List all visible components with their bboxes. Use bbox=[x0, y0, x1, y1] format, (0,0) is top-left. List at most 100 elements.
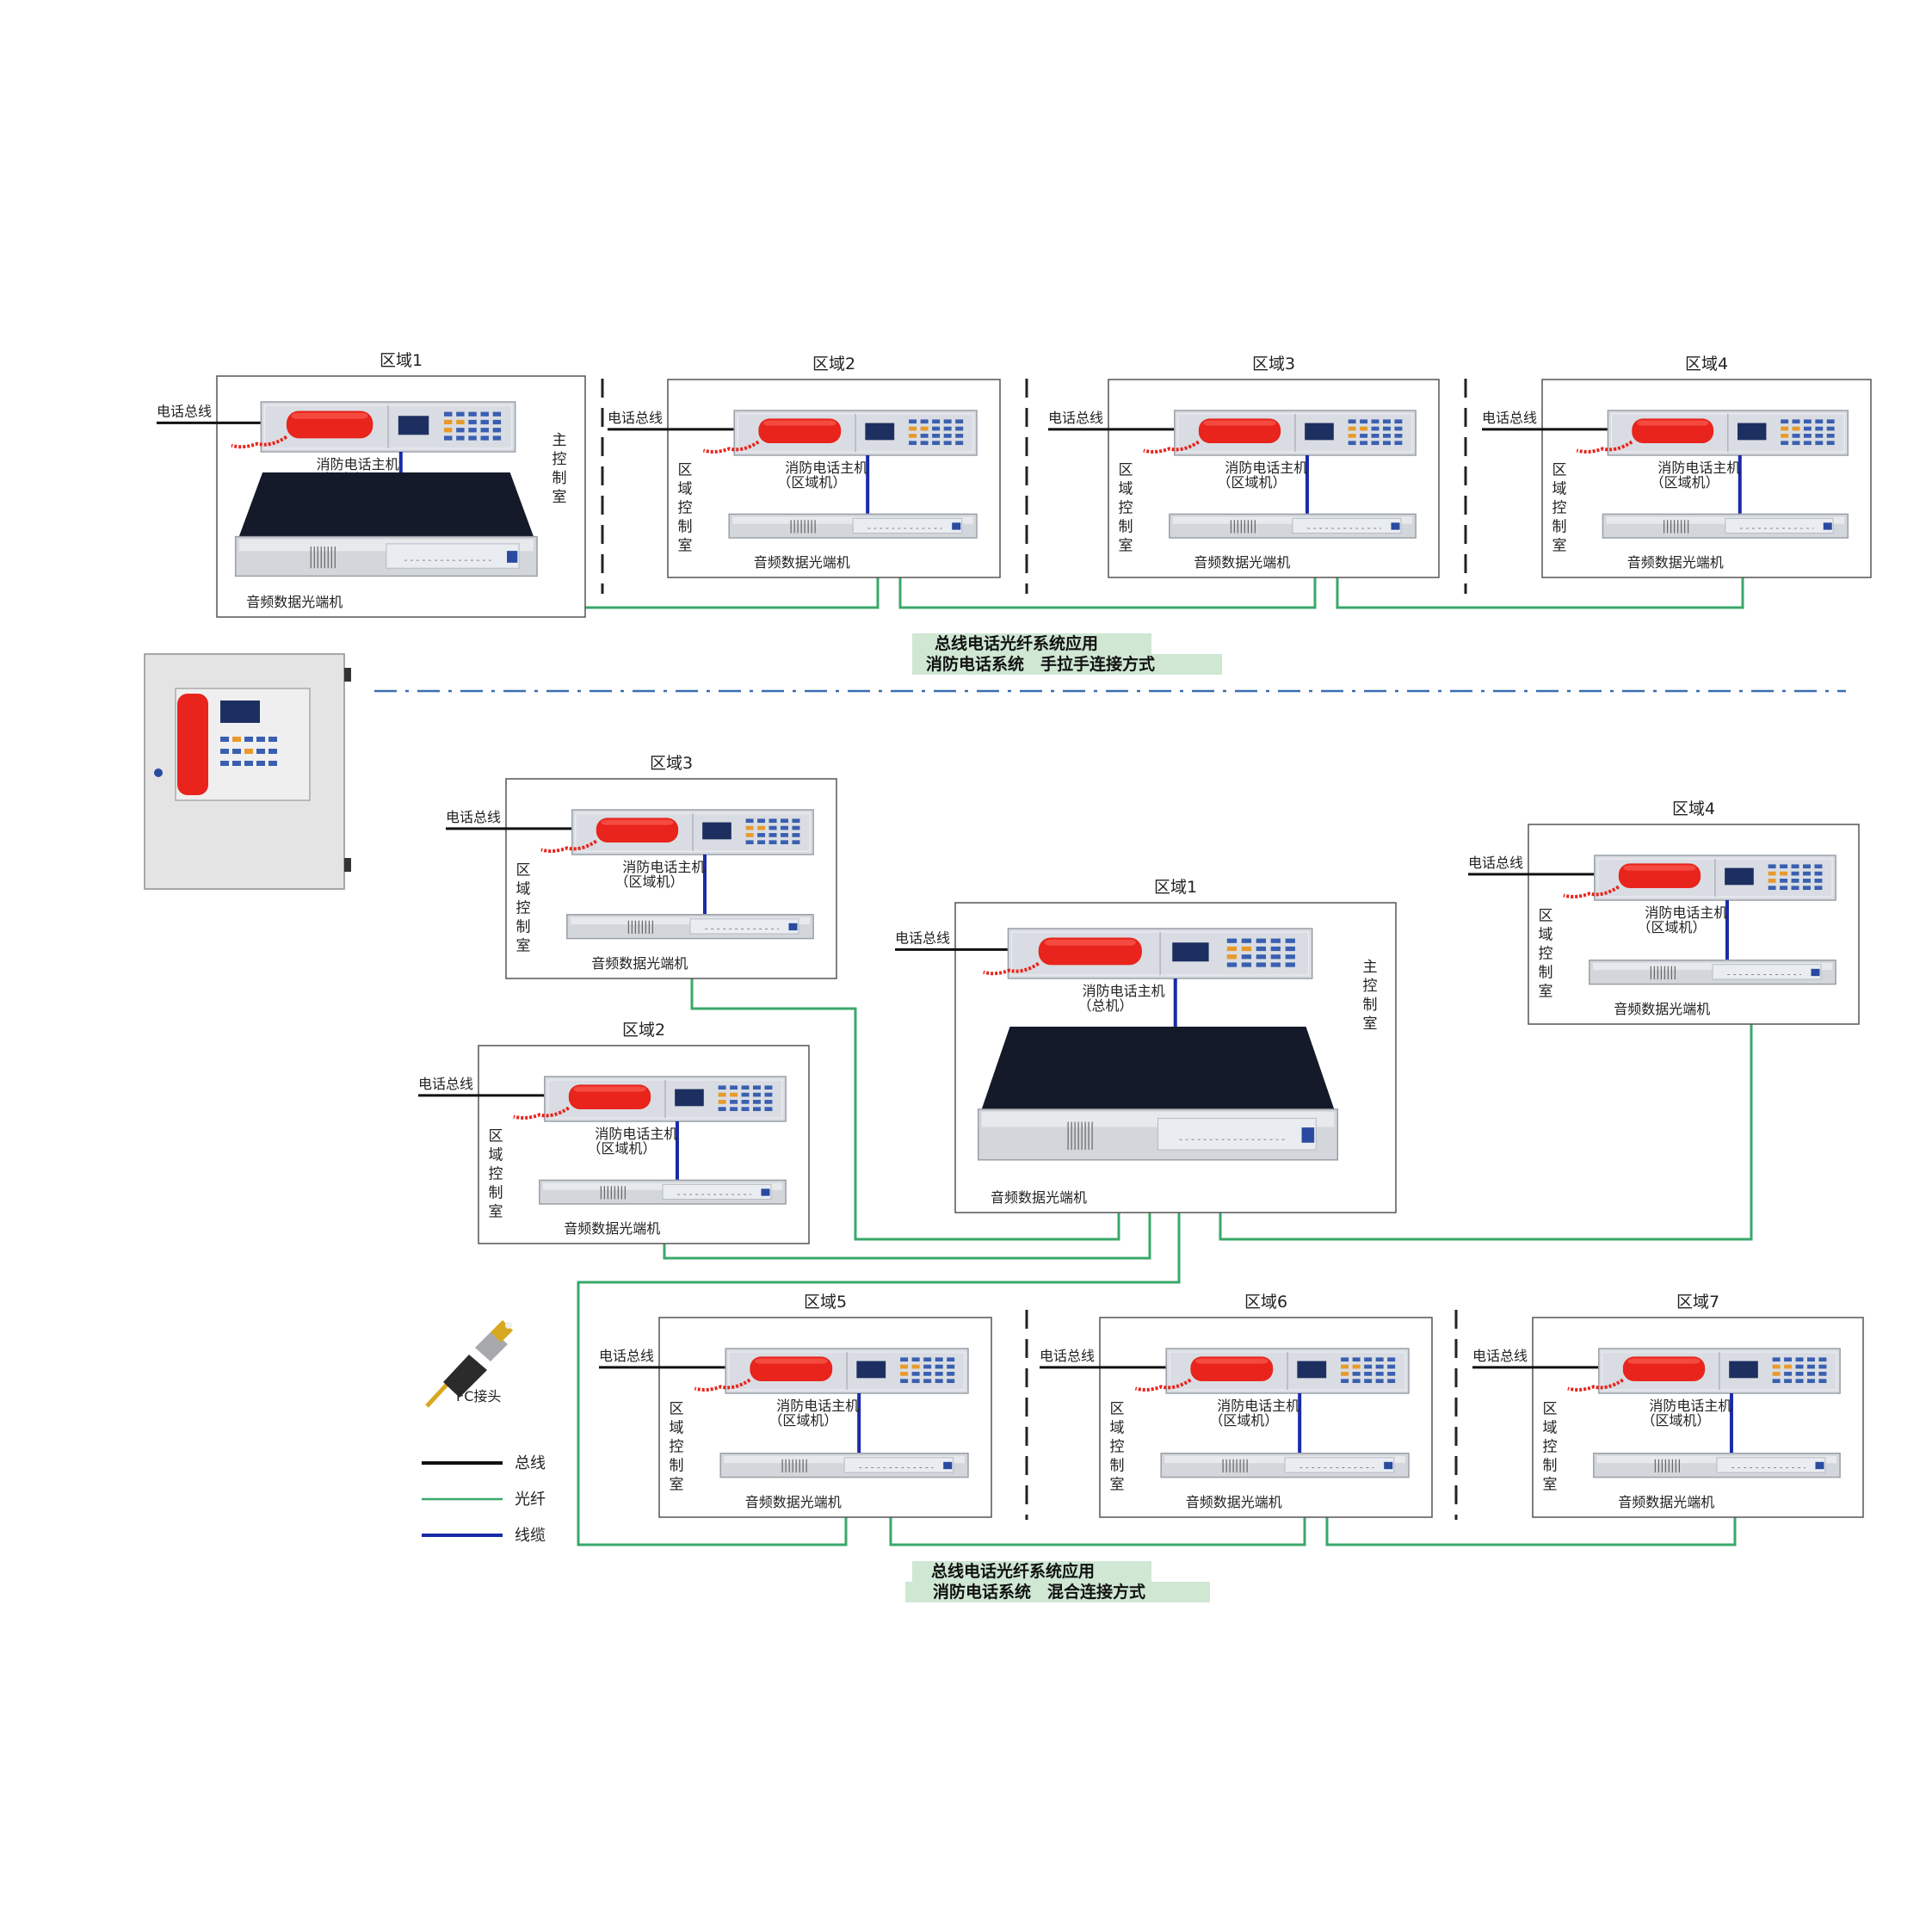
zone-title: 区域3 bbox=[1252, 355, 1295, 373]
keypad-key bbox=[1791, 879, 1799, 883]
keypad-key bbox=[1780, 879, 1788, 883]
power-led-icon bbox=[1811, 968, 1820, 977]
keypad-key bbox=[443, 428, 453, 433]
keypad-key bbox=[456, 419, 465, 425]
room-label-char: 制 bbox=[516, 918, 531, 935]
keypad-key bbox=[1375, 1372, 1384, 1376]
keypad-key bbox=[920, 441, 929, 446]
keypad-key bbox=[1814, 864, 1823, 869]
power-led-icon bbox=[788, 923, 798, 931]
converter-label: 音频数据光端机 bbox=[591, 955, 688, 972]
keypad-key bbox=[1285, 938, 1295, 943]
room-label-char: 控 bbox=[489, 1165, 503, 1182]
room-label-char: 区 bbox=[516, 861, 531, 879]
converter-label: 音频数据光端机 bbox=[1186, 1494, 1282, 1510]
room-label-char: 区 bbox=[1539, 907, 1553, 924]
keypad-key bbox=[718, 1100, 726, 1104]
room-label-char: 控 bbox=[552, 451, 567, 468]
keypad-key bbox=[752, 1092, 761, 1097]
keypad-key bbox=[1795, 1372, 1804, 1376]
keypad-key bbox=[923, 1379, 932, 1384]
bus-label: 电话总线 bbox=[1472, 1348, 1528, 1364]
keypad-key bbox=[935, 1357, 943, 1362]
room-label-char: 制 bbox=[1543, 1457, 1558, 1474]
keypad-key bbox=[730, 1085, 738, 1090]
lcd-screen-icon bbox=[675, 1089, 704, 1107]
keypad-key bbox=[1371, 419, 1380, 424]
keypad-key bbox=[1803, 434, 1812, 438]
keypad-key bbox=[1826, 441, 1835, 446]
room-label-char: 域 bbox=[1539, 926, 1553, 943]
keypad-key bbox=[1795, 1379, 1804, 1384]
host-sub-label: （总机） bbox=[1077, 997, 1133, 1014]
keypad-key bbox=[909, 434, 917, 438]
lcd-screen-icon bbox=[398, 416, 429, 435]
keypad-key bbox=[1806, 1372, 1815, 1376]
keypad-key bbox=[1387, 1357, 1396, 1362]
keypad-key bbox=[935, 1372, 943, 1376]
keypad-key bbox=[1270, 938, 1281, 943]
keypad-key bbox=[1270, 954, 1281, 960]
bus-label: 电话总线 bbox=[608, 410, 663, 426]
room-label-char: 制 bbox=[670, 1457, 684, 1474]
keypad-key bbox=[920, 426, 929, 431]
keypad-key bbox=[468, 411, 477, 417]
keypad-key bbox=[1792, 426, 1800, 431]
keypad-key bbox=[492, 419, 502, 425]
keypad-key bbox=[764, 1107, 773, 1112]
keypad-key bbox=[456, 428, 465, 433]
keypad-key bbox=[745, 833, 754, 837]
keypad-key bbox=[911, 1364, 920, 1369]
keypad-key bbox=[1781, 426, 1789, 431]
keypad-key bbox=[1394, 419, 1403, 424]
keypad-key bbox=[1772, 1379, 1781, 1384]
keypad-key bbox=[900, 1364, 909, 1369]
keypad-key bbox=[741, 1100, 750, 1104]
keypad-key bbox=[1382, 426, 1391, 431]
keypad-key bbox=[947, 1364, 955, 1369]
zone-title: 区域3 bbox=[650, 754, 693, 773]
keypad-key bbox=[1270, 962, 1281, 967]
room-label-char: 制 bbox=[489, 1184, 503, 1201]
keypad-key bbox=[780, 840, 788, 845]
keypad-key bbox=[1364, 1357, 1373, 1362]
handset-cord bbox=[702, 440, 760, 454]
keypad-key bbox=[1814, 879, 1823, 883]
bus-label: 电话总线 bbox=[418, 1076, 473, 1092]
keypad-key bbox=[768, 833, 777, 837]
handset-cord bbox=[1576, 440, 1633, 454]
keypad-key bbox=[1226, 954, 1238, 960]
keypad-key bbox=[1341, 1357, 1349, 1362]
keypad-key bbox=[932, 441, 941, 446]
room-label-char: 域 bbox=[1552, 480, 1567, 497]
host-sub-label: （区域机） bbox=[777, 474, 846, 491]
keypad-key bbox=[1791, 871, 1799, 876]
keypad-key bbox=[741, 1085, 750, 1090]
zone-title: 区域5 bbox=[804, 1293, 847, 1312]
keypad-key bbox=[1802, 886, 1811, 891]
keypad-key bbox=[1791, 886, 1799, 891]
keypad-key bbox=[943, 419, 952, 424]
keypad-key bbox=[1394, 434, 1403, 438]
keypad-key bbox=[955, 434, 964, 438]
keypad-key bbox=[1364, 1379, 1373, 1384]
keypad-key bbox=[1815, 434, 1824, 438]
room-label-char: 区 bbox=[678, 461, 693, 478]
keypad-key bbox=[768, 825, 777, 830]
handset-cord bbox=[231, 435, 288, 449]
bottom-caption: 总线电话光纤系统应用 消防电话系统 混合连接方式 bbox=[905, 1561, 1210, 1602]
keypad-key bbox=[1781, 419, 1789, 424]
keypad-key bbox=[909, 419, 917, 424]
keypad-key bbox=[780, 825, 788, 830]
handset-cord bbox=[540, 839, 597, 853]
room-label-char: 制 bbox=[1119, 518, 1133, 535]
keypad-key bbox=[1792, 434, 1800, 438]
